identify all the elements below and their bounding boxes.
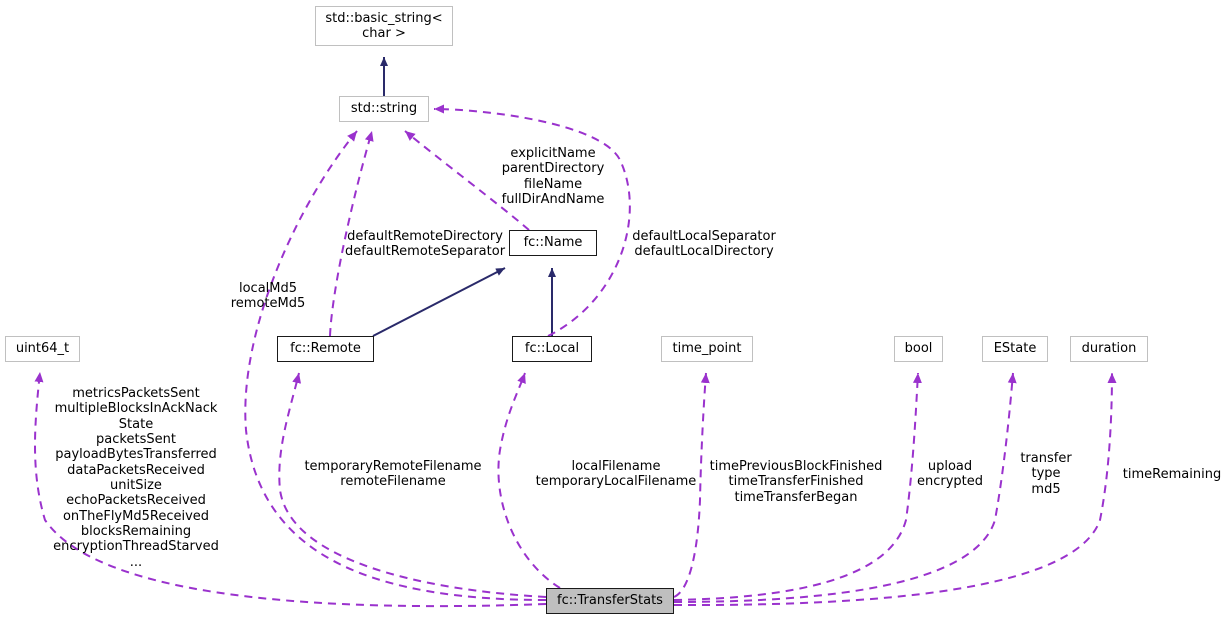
usage-edges: [34, 104, 1117, 608]
edge-stats-to-bool: [673, 372, 922, 601]
node-fc-local[interactable]: fc::Local: [512, 336, 592, 362]
node-fc-transferstats[interactable]: fc::TransferStats: [546, 588, 674, 614]
edge-stats-to-uint64: [34, 371, 547, 608]
edge-name-to-string: [404, 130, 530, 231]
node-time-point[interactable]: time_point: [661, 336, 753, 362]
edge-stats-to-time-point: [673, 372, 710, 598]
edge-stats-to-string-md5: [244, 130, 547, 601]
node-std-string[interactable]: std::string: [339, 96, 429, 122]
node-estate[interactable]: EState: [982, 336, 1048, 362]
edge-label-stats-to-estate: transfer type md5: [1020, 451, 1072, 497]
node-bool[interactable]: bool: [894, 336, 943, 362]
edge-label-remote-to-string: defaultRemoteDirectory defaultRemoteSepa…: [344, 229, 506, 260]
edge-stats-to-remote: [278, 372, 547, 598]
node-duration[interactable]: duration: [1070, 336, 1148, 362]
edge-label-stats-to-remote: temporaryRemoteFilename remoteFilename: [304, 459, 482, 490]
node-fc-remote[interactable]: fc::Remote: [277, 336, 374, 362]
inheritance-edges: [372, 57, 556, 337]
edge-remote-to-name: [372, 267, 506, 337]
edge-label-stats-to-uint64: metricsPacketsSent multipleBlocksInAckNa…: [53, 386, 219, 570]
edge-label-stats-to-time-point: timePreviousBlockFinished timeTransferFi…: [709, 459, 883, 505]
edge-label-name-to-string: explicitName parentDirectory fileName fu…: [501, 146, 605, 207]
edge-stats-to-local: [497, 372, 561, 589]
edge-local-to-string: [433, 104, 631, 337]
edge-label-local-to-string: defaultLocalSeparator defaultLocalDirect…: [632, 229, 776, 260]
edge-label-stats-to-local: localFilename temporaryLocalFilename: [535, 459, 697, 490]
node-fc-name[interactable]: fc::Name: [509, 230, 597, 256]
edge-label-stats-to-duration: timeRemaining: [1122, 467, 1222, 482]
edge-stats-to-estate: [673, 372, 1017, 603]
node-uint64-t[interactable]: uint64_t: [5, 336, 80, 362]
edge-label-stats-to-bool: upload encrypted: [916, 459, 984, 490]
node-std-basic-string[interactable]: std::basic_string< char >: [315, 6, 453, 46]
edge-stats-to-duration: [673, 372, 1117, 607]
edge-remote-to-string: [329, 130, 374, 337]
edge-label-stats-to-string-md5: localMd5 remoteMd5: [230, 281, 306, 312]
